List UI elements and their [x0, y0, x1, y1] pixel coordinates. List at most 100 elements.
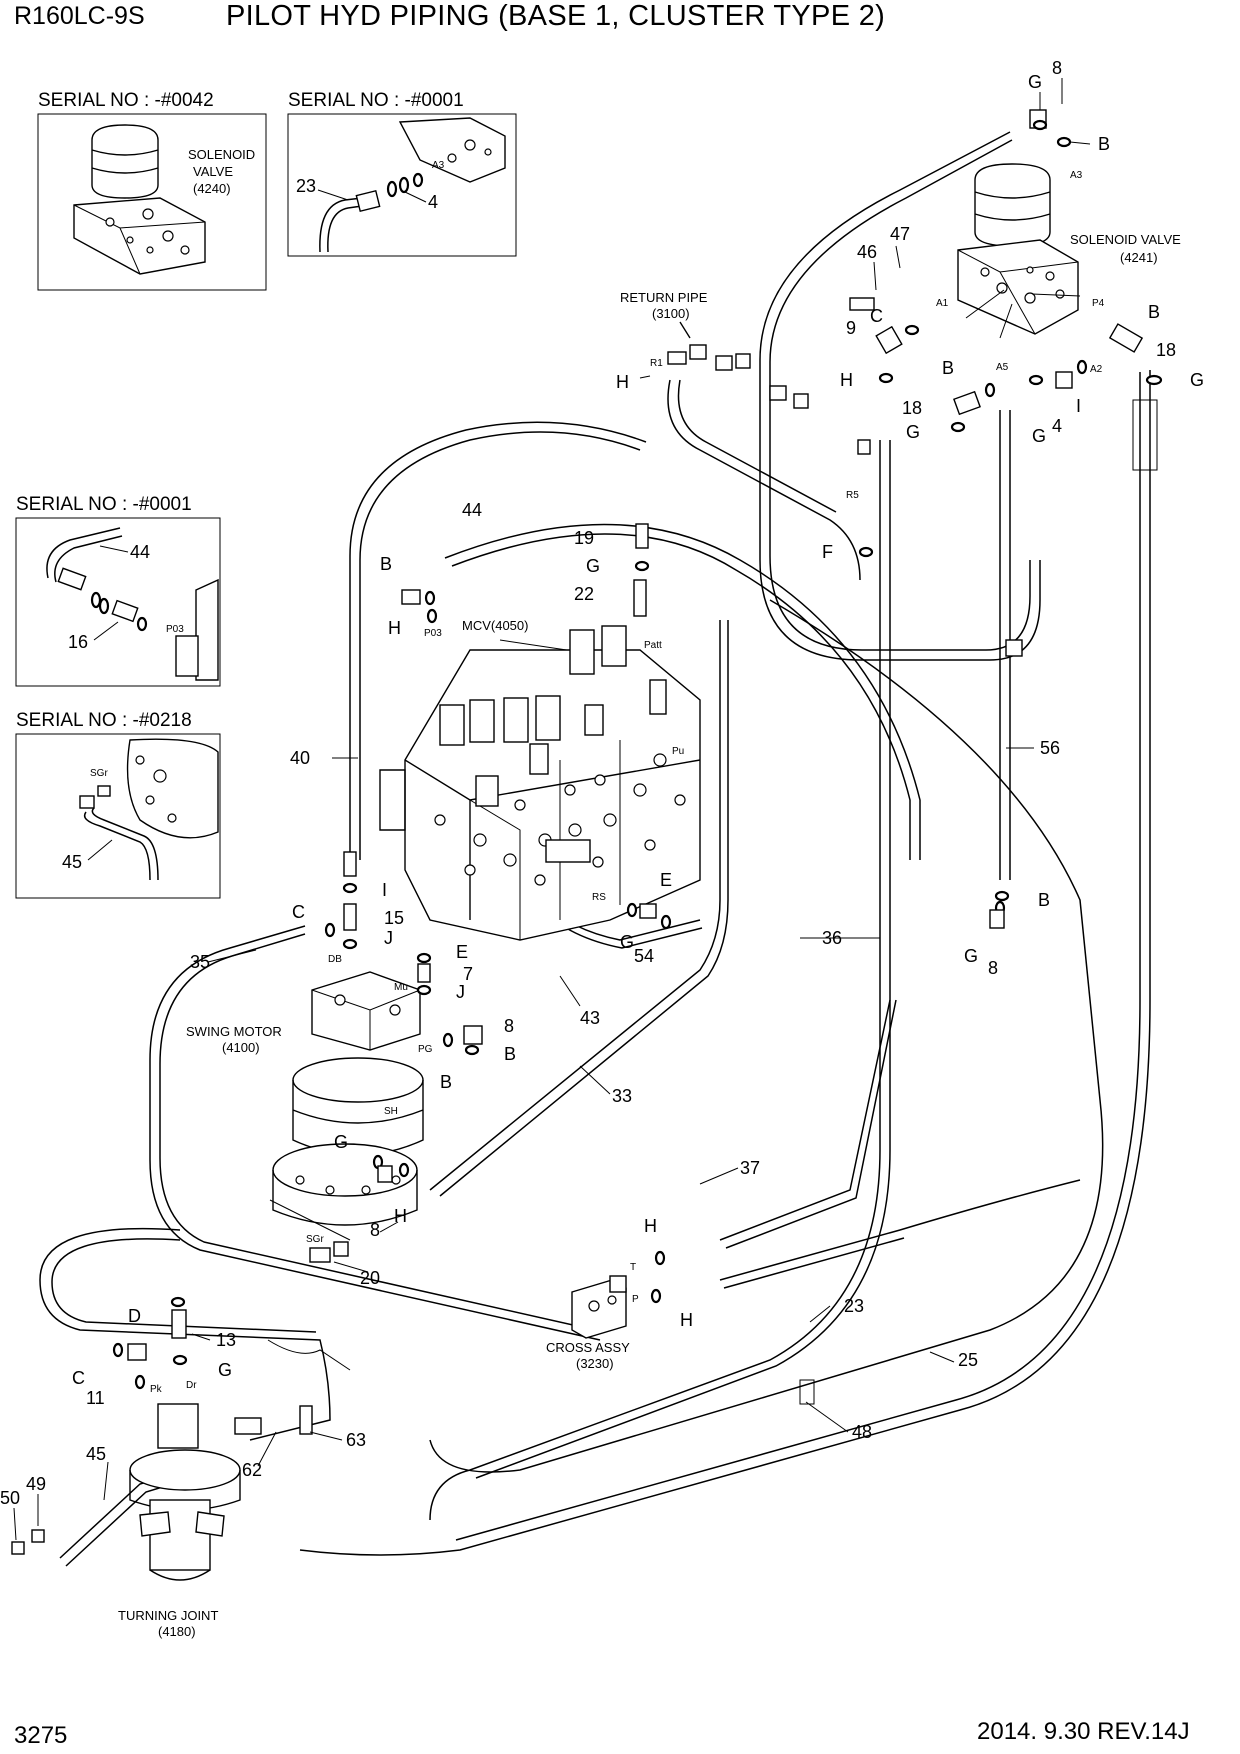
assembly-code: (3230)	[576, 1356, 614, 1371]
port-label-sgr: SGr	[90, 768, 108, 779]
callout-number: 35	[190, 952, 210, 972]
assembly-name: SOLENOID VALVE	[1070, 232, 1181, 247]
port-r1: R1	[650, 358, 663, 369]
callout-45: 45	[62, 852, 82, 872]
port-dr: Dr	[186, 1380, 197, 1391]
callout-letter: I	[382, 880, 387, 900]
callout-letter: B	[1148, 302, 1160, 322]
callout-letter: J	[456, 982, 465, 1002]
port-pk: Pk	[150, 1384, 163, 1395]
callout-number: 11	[86, 1388, 105, 1408]
assembly-name: MCV(4050)	[462, 618, 528, 633]
inset-caption-code: (4240)	[193, 181, 231, 196]
assembly-code: (4241)	[1120, 250, 1158, 265]
callout-number: 18	[1156, 340, 1176, 360]
port-a2: A2	[1090, 364, 1103, 375]
callout-number: 15	[384, 908, 404, 928]
inset-serial-label: SERIAL NO : -#0042	[38, 90, 214, 111]
assembly-name: SWING MOTOR	[186, 1024, 282, 1039]
callout-letter: H	[680, 1310, 693, 1330]
port-labels: A3 A1 P4 A5 A2 R1 R5 P03 Patt Pu RS DB M…	[150, 170, 1105, 1395]
callout-number: 8	[988, 958, 998, 978]
callout-number: 9	[846, 318, 856, 338]
callout-letter: J	[384, 928, 393, 948]
callout-number: 49	[26, 1474, 46, 1494]
callout-number: 18	[902, 398, 922, 418]
mcv-4050: MCV(4050)	[379, 618, 701, 941]
callout-number: 46	[857, 242, 877, 262]
callout-letter: G	[1028, 72, 1042, 92]
callout-letter: F	[822, 542, 833, 562]
turning-joint-4180: TURNING JOINT (4180)	[118, 1403, 262, 1639]
callout-number: 8	[504, 1016, 514, 1036]
cross-assy-3230: CROSS ASSY (3230)	[546, 1275, 630, 1371]
inset-caption-line1: SOLENOID	[188, 147, 255, 162]
port-t: T	[630, 1262, 636, 1273]
callout-letter: B	[1038, 890, 1050, 910]
port-pg: PG	[418, 1044, 433, 1055]
port-a5: A5	[996, 362, 1009, 373]
callout-number: 50	[0, 1488, 20, 1508]
port-p03: P03	[424, 628, 442, 639]
return-pipe-3100: RETURN PIPE (3100)	[620, 290, 871, 455]
callout-letter: B	[504, 1044, 516, 1064]
callout-letter: E	[660, 870, 672, 890]
callout-letter: C	[72, 1368, 85, 1388]
callout-number: 37	[740, 1158, 760, 1178]
inset-serial-label: SERIAL NO : -#0001	[16, 494, 192, 515]
fittings	[11, 109, 1163, 1555]
callout-number: 48	[852, 1422, 872, 1442]
callout-number: 47	[890, 224, 910, 244]
assembly-name: RETURN PIPE	[620, 290, 708, 305]
callout-letter: G	[1032, 426, 1046, 446]
callout-letter: E	[456, 942, 468, 962]
callout-letters: G B C B B G H H G G I F G B H I C J E J …	[72, 72, 1204, 1388]
port-a3: A3	[1070, 170, 1083, 181]
callout-letter: G	[906, 422, 920, 442]
callout-numbers: 8 46 47 9 18 4 18 19 22 44 40 56 15 7 54…	[0, 58, 1176, 1508]
callout-letter: B	[440, 1072, 452, 1092]
callout-letter: C	[292, 902, 305, 922]
callout-number: 13	[216, 1330, 236, 1350]
callout-44: 44	[130, 542, 150, 562]
callout-letter: G	[334, 1132, 348, 1152]
callout-letter: B	[942, 358, 954, 378]
port-db: DB	[328, 954, 342, 965]
callout-number: 20	[360, 1268, 380, 1288]
callout-letter: H	[388, 618, 401, 638]
model-number: R160LC-9S	[14, 2, 145, 30]
assembly-code: (4100)	[222, 1040, 260, 1055]
callout-number: 23	[844, 1296, 864, 1316]
callout-letter: G	[964, 946, 978, 966]
callout-number: 43	[580, 1008, 600, 1028]
inset-serial-label: SERIAL NO : -#0001	[288, 90, 464, 111]
port-sgr: SGr	[306, 1234, 324, 1245]
assembly-code: (3100)	[652, 306, 690, 321]
callout-letter: D	[128, 1306, 141, 1326]
callout-number: 22	[574, 584, 594, 604]
assembly-name: CROSS ASSY	[546, 1340, 630, 1355]
diagram-title: PILOT HYD PIPING (BASE 1, CLUSTER TYPE 2…	[226, 0, 886, 32]
callout-letter: G	[218, 1360, 232, 1380]
callout-number: 33	[612, 1086, 632, 1106]
callout-letter: H	[840, 370, 853, 390]
port-label-p03: P03	[166, 624, 184, 635]
inset-caption-line2: VALVE	[193, 164, 233, 179]
revision-date: 2014. 9.30 REV.14J	[977, 1718, 1190, 1745]
assembly-name: TURNING JOINT	[118, 1608, 218, 1623]
port-rs: RS	[592, 892, 606, 903]
callout-letter: I	[1076, 396, 1081, 416]
hose-routes	[39, 131, 1158, 1567]
callout-letter: H	[394, 1206, 407, 1226]
port-pu: Pu	[672, 746, 684, 757]
callout-number: 54	[634, 946, 654, 966]
callout-letter: H	[616, 372, 629, 392]
port-p: P	[632, 1294, 639, 1305]
callout-number: 63	[346, 1430, 366, 1450]
callout-number: 19	[574, 528, 594, 548]
callout-letter: G	[620, 932, 634, 952]
callout-letter: C	[870, 306, 883, 326]
callout-number: 25	[958, 1350, 978, 1370]
inset-serial-0001-top: SERIAL NO : -#0001 A3 23 4	[287, 90, 517, 257]
